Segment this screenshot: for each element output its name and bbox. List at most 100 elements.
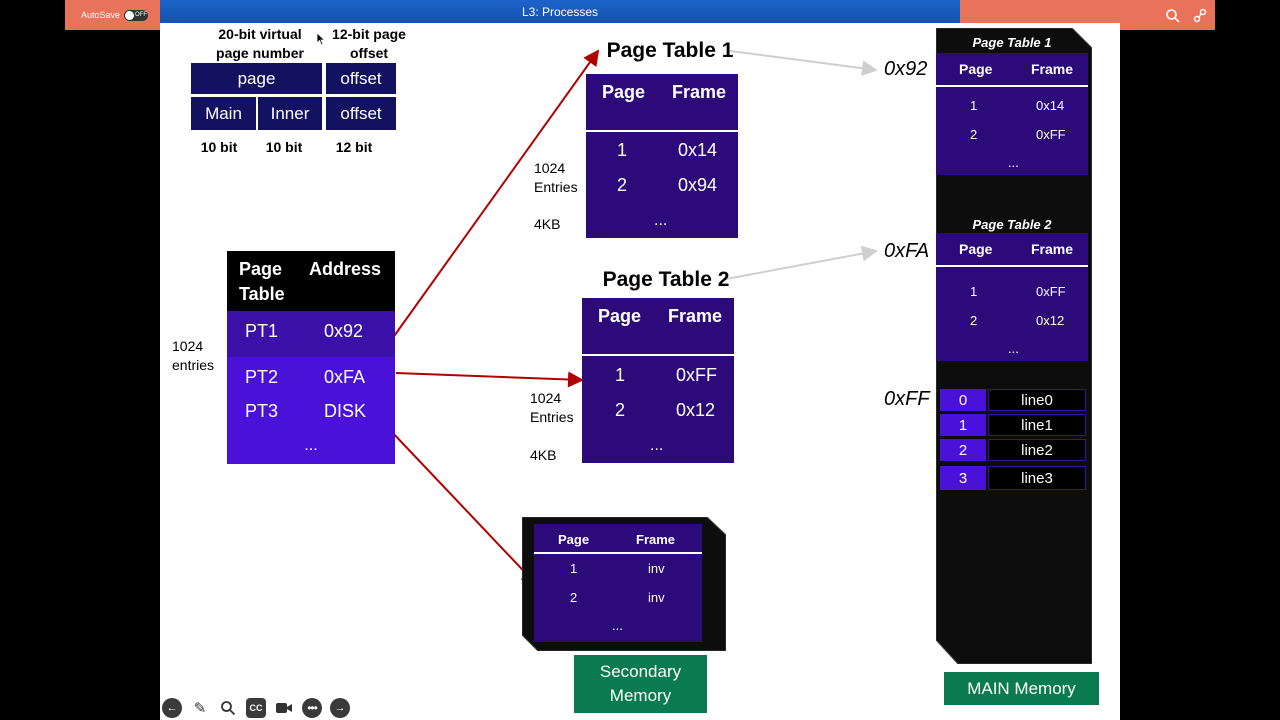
sec-row1-page: 1 [570,561,578,576]
addr-0xFF: 0xFF [884,388,930,410]
arrows-layer [371,49,878,586]
mem-pt1-row1-frame: 0x14 [1036,98,1065,113]
frame-line-2: line2 [988,439,1086,461]
outer-table-header: Page Table Address [227,251,395,311]
mem-pt1-title: Page Table 1 [972,35,1052,50]
field-page: page [190,62,323,95]
window-title-bar: L3: Processes [160,0,960,23]
share-icon[interactable] [1192,8,1208,24]
mem-pt1-header-frame: Frame [1031,61,1074,77]
pt2-row2-frame: 0x12 [676,400,716,420]
sec-header-page: Page [558,532,590,547]
autosave-toggle[interactable]: OFF [124,9,149,21]
outer-row-pt1: PT1 0x92 [227,311,395,357]
secondary-memory-label: Secondary Memory [574,655,707,713]
pt1-size-label: 4KB [534,216,561,232]
pen-icon[interactable]: ✎ [193,700,207,717]
outer-row-pt3: PT3 DISK [227,393,395,427]
cursor-icon [316,32,326,46]
frame-line-index-3: 3 [940,466,986,490]
main-memory-label: MAIN Memory [944,672,1099,705]
pt2-ellipsis: ... [650,437,664,454]
sec-row1-frame: inv [648,561,665,576]
mem-pt2-title: Page Table 2 [972,217,1052,232]
mem-pt2-header-row: Page Frame [936,233,1088,267]
page-table-2-title: Page Table 2 [602,268,730,291]
field-inner: Inner [257,96,323,131]
more-icon[interactable]: ••• [302,698,322,718]
pt2-size-label: 4KB [530,447,557,463]
mem-pt2-header-frame: Frame [1031,241,1074,257]
autosave-control[interactable]: AutoSave OFF [65,0,160,30]
back-icon[interactable]: ← [162,698,182,718]
outer-row-pt2: PT2 0xFA [227,357,395,393]
field-main: Main [190,96,257,131]
field-offset-2: offset [325,96,397,131]
page-table-1-title: Page Table 1 [606,39,734,62]
cc-icon[interactable]: CC [246,698,266,718]
pt1-row1-frame: 0x14 [678,140,718,160]
frame-line-index-0: 0 [940,389,986,411]
offset-label: 12-bit page offset [332,26,406,61]
pt2-entries-label: 1024 Entries [530,390,574,425]
frame-line-0: line0 [988,389,1086,411]
mem-pt2-row1-page: 1 [970,284,978,299]
pt1-row2-page: 2 [617,175,628,195]
pt1-ellipsis: ... [654,212,668,229]
pt2-header-page: Page [598,306,642,326]
sec-row2-page: 2 [570,590,578,605]
outer-entries-label: 1024 entries [172,338,215,373]
pt2-header-row: Page Frame [582,298,734,356]
outer-row-pt3-name: PT3 [245,401,279,421]
pt1-row1-page: 1 [617,140,628,160]
mem-page-table-1: Page Frame 1 0x14 2 0xFF ... [936,53,1088,175]
arrow-pt1-to-table1 [391,49,600,340]
mem-pt1-row2-page: 2 [970,127,978,142]
frame-line-index-1: 1 [940,414,986,436]
mem-pt1-ellipsis: ... [1008,155,1019,170]
search-icon[interactable] [1165,8,1181,24]
autosave-label: AutoSave [81,10,121,20]
window-title: L3: Processes [521,4,599,19]
pt1-row2-frame: 0x94 [678,175,718,195]
bits-main: 10 bit [200,139,238,155]
mem-pt1-row2-frame: 0xFF [1036,127,1066,142]
vpn-label: 20-bit virtual page number [216,26,304,61]
camera-icon[interactable] [274,698,294,718]
frame-line-1: line1 [988,414,1086,436]
outer-row-pt2-name: PT2 [245,367,279,387]
mem-pt2-row1-frame: 0xFF [1036,284,1066,299]
mem-pt2-header-page: Page [959,241,993,257]
mem-pt2-row2-page: 2 [970,313,978,328]
outer-row-pt3-address: DISK [324,401,367,421]
mem-pt1-header-page: Page [959,61,993,77]
pt2-row1-page: 1 [615,365,626,385]
page-table-2: Page Frame 1 0xFF 2 0x12 ... [582,298,734,463]
field-offset: offset [325,62,397,95]
arrow-table1-to-memory [729,50,878,77]
bits-inner: 10 bit [265,139,303,155]
outer-row-pt2-address: 0xFA [324,367,366,387]
header-page-table: Page Table [239,259,285,304]
pt1-header-row: Page Frame [586,74,738,132]
outer-row-pt1-name: PT1 [245,321,279,341]
mem-pt2-row2-frame: 0x12 [1036,313,1065,328]
outer-row-ellipsis: ... [227,427,395,464]
arrow-pt2-to-table2 [395,371,584,388]
sec-ellipsis: ... [612,618,623,633]
pt1-header-page: Page [602,82,646,102]
sec-header-row: Page Frame [534,524,702,554]
mem-pt1-row1-page: 1 [970,98,978,113]
arrow-table2-to-memory [725,245,878,280]
mem-pt1-header-row: Page Frame [936,53,1088,87]
pt2-row1-frame: 0xFF [676,365,718,385]
outer-row-pt1-address: 0x92 [324,321,364,341]
sec-row2-frame: inv [648,590,665,605]
page-table-1: Page Frame 1 0x14 2 0x94 ... [586,74,738,238]
addr-0x92: 0x92 [884,58,928,80]
frame-line-index-2: 2 [940,439,986,461]
search-icon[interactable] [218,698,238,718]
addr-0xFA: 0xFA [884,240,930,262]
pt1-header-frame: Frame [672,82,727,102]
forward-icon[interactable]: → [330,698,350,718]
